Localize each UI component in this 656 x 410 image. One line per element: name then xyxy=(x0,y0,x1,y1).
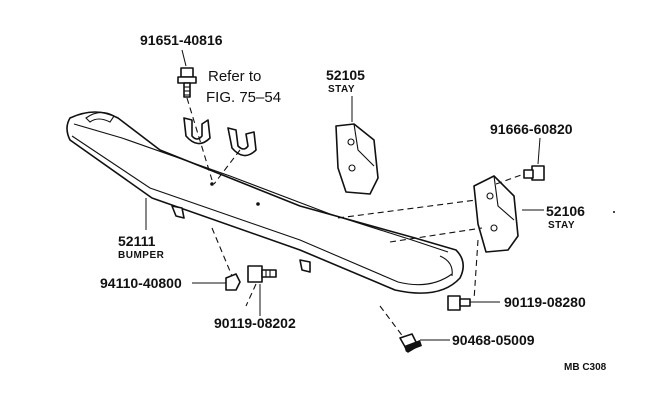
clip-right-icon xyxy=(227,127,257,157)
label-90468: 90468-05009 xyxy=(452,332,535,348)
label-52111-name: BUMPER xyxy=(118,250,165,261)
clip-left-icon xyxy=(183,117,211,145)
clip-90468-icon xyxy=(399,333,422,353)
label-diagram-code: MB C308 xyxy=(564,362,607,373)
label-90119-08280: 90119-08280 xyxy=(504,294,586,310)
nut-91666-icon xyxy=(523,165,545,181)
assembly-lines xyxy=(186,97,525,339)
bolt-91651-icon xyxy=(177,67,197,98)
bolt-90119-08202-icon xyxy=(247,265,277,283)
bumper xyxy=(66,111,464,294)
stay-52105 xyxy=(335,123,379,195)
label-91666: 91666-60820 xyxy=(490,121,573,137)
bolt-90119-08280-icon xyxy=(447,295,471,311)
label-52106-name: STAY xyxy=(548,220,575,231)
label-52105-name: STAY xyxy=(328,84,355,95)
label-90119-08202: 90119-08202 xyxy=(214,315,296,331)
label-52106: 52106 xyxy=(546,203,585,219)
nut-94110-icon xyxy=(225,273,241,291)
label-91651: 91651-40816 xyxy=(140,32,223,48)
label-52111: 52111 xyxy=(118,233,156,249)
label-refer-line1: Refer to xyxy=(208,68,261,85)
leader-lines xyxy=(145,49,544,341)
stay-52106 xyxy=(473,175,519,253)
label-94110: 94110-40800 xyxy=(100,275,182,291)
label-52105: 52105 xyxy=(326,67,365,83)
label-refer-line2: FIG. 75–54 xyxy=(206,89,281,106)
